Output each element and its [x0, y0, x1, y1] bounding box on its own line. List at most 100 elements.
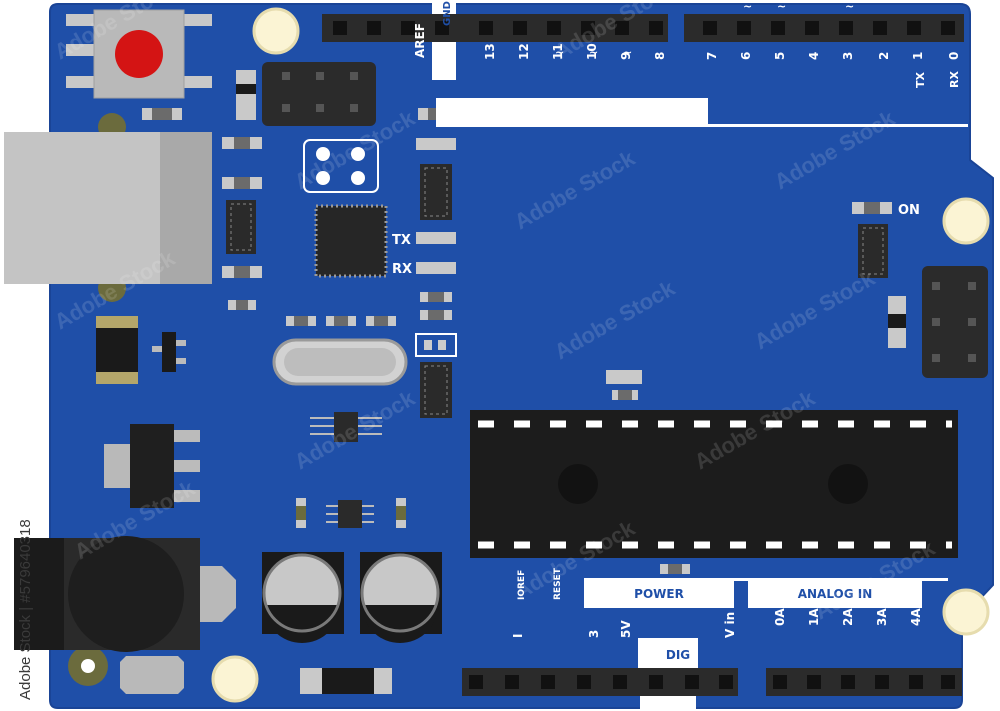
pin-hole [547, 21, 561, 35]
digital-pin-label: 13 [483, 43, 497, 60]
ioref-label: IOREF [517, 570, 527, 600]
pwm-mark: ~ [589, 46, 598, 59]
on-led-label: ON [898, 203, 920, 218]
digital-pin-label: 7 [705, 52, 719, 60]
power-pin-label: I [511, 634, 525, 638]
digital-header-right [684, 14, 964, 42]
analog-pin-label: 0A [773, 608, 787, 626]
inductor [96, 316, 138, 384]
voltage-regulator [104, 424, 200, 508]
jumper-pads [303, 139, 379, 193]
digital-pin-label: 6 [739, 52, 753, 60]
silkscreen-lines [432, 0, 968, 711]
tx-pin-label: TX [914, 71, 927, 88]
smd-components [142, 70, 906, 574]
header-pin-holes-bottom [469, 675, 955, 689]
pwm-mark: ~ [623, 46, 632, 59]
pin-hole [615, 21, 629, 35]
digital-pin-label: 8 [653, 52, 667, 60]
analog-pin-label: 3A [875, 608, 889, 626]
pin-hole [649, 21, 663, 35]
pin-hole [649, 675, 663, 689]
pin-hole [771, 21, 785, 35]
pin-hole [773, 675, 787, 689]
pwm-marks: ~ ~ ~ ~ ~ ~ [555, 0, 854, 59]
pin-hole [469, 675, 483, 689]
pin-hole [907, 21, 921, 35]
power-pin-label: 5V [619, 620, 633, 638]
pin-hole [839, 21, 853, 35]
digital-pin-label: 9 [619, 52, 633, 60]
pin-hole [685, 675, 699, 689]
pwm-mark: ~ [777, 0, 786, 13]
mounting-holes [211, 7, 990, 703]
icsp-header-right [922, 266, 988, 378]
analog-in-label: ANALOG IN [798, 587, 873, 601]
pin-hole [909, 675, 923, 689]
analog-pin-label: 1A [807, 608, 821, 626]
pwm-mark: ~ [845, 0, 854, 13]
digital-pin-label: 4 [807, 52, 821, 60]
tx-led-label: TX [392, 233, 411, 248]
analog-pin-label: 2A [841, 608, 855, 626]
pin-hole [873, 21, 887, 35]
header-pin-holes-top [333, 21, 955, 35]
stock-id-text: Adobe Stock | #579640318 [17, 519, 34, 700]
pwm-mark: ~ [743, 0, 752, 13]
digital-pin-label: 3 [841, 52, 855, 60]
small-ics [152, 164, 888, 528]
pin-hole [581, 21, 595, 35]
pin-hole [737, 21, 751, 35]
aref-label: AREF [413, 23, 427, 58]
pin-hole [541, 675, 555, 689]
analog-pin-label: 4A [909, 608, 923, 626]
pin-hole [875, 675, 889, 689]
rx-pin-label: RX [948, 71, 961, 88]
pin-hole [367, 21, 381, 35]
power-section-label: POWER [634, 587, 684, 601]
pin-hole [807, 675, 821, 689]
digital-pin-label: 11 [551, 43, 565, 60]
dc-power-jack [14, 536, 236, 694]
power-pin-label: 3 [587, 630, 601, 638]
pin-hole [401, 21, 415, 35]
rx-led-label: RX [392, 262, 412, 277]
digital-pin-label: 0 [947, 52, 961, 60]
pin-hole [479, 21, 493, 35]
pin-hole [941, 21, 955, 35]
digital-pin-label: 10 [585, 43, 599, 60]
reset-label: RESET [553, 567, 563, 600]
digital-pin-label: 12 [517, 43, 531, 60]
pin-hole [513, 21, 527, 35]
crystal-oscillator [272, 338, 408, 386]
pin-hole [719, 675, 733, 689]
power-pin-label: V in [723, 612, 737, 638]
icsp-header-top [262, 62, 376, 126]
reset-button[interactable] [66, 9, 212, 99]
pin-hole [613, 675, 627, 689]
diode [300, 668, 392, 694]
pin-hole [435, 21, 449, 35]
pin-hole [577, 675, 591, 689]
microcontroller-chip [470, 410, 958, 558]
power-pin-labels: I 3 5V V in [511, 612, 737, 638]
usb-interface-chip [314, 204, 388, 278]
pin-hole [505, 675, 519, 689]
pin-hole [805, 21, 819, 35]
digital-pin-label: 5 [773, 52, 787, 60]
dig-label: DIG [666, 648, 690, 662]
gnd-top-label: GND [442, 1, 453, 26]
usb-connector [4, 113, 212, 302]
digital-pin-label: 2 [877, 52, 891, 60]
pin-hole [841, 675, 855, 689]
digital-pin-label: 1 [911, 52, 925, 60]
electrolytic-capacitors [262, 552, 442, 643]
pwm-mark: ~ [555, 46, 564, 59]
pin-hole [703, 21, 717, 35]
pin-hole [333, 21, 347, 35]
analog-pin-labels: 0A 1A 2A 3A 4A [773, 608, 923, 626]
analog-header [766, 668, 962, 696]
pin-hole [941, 675, 955, 689]
